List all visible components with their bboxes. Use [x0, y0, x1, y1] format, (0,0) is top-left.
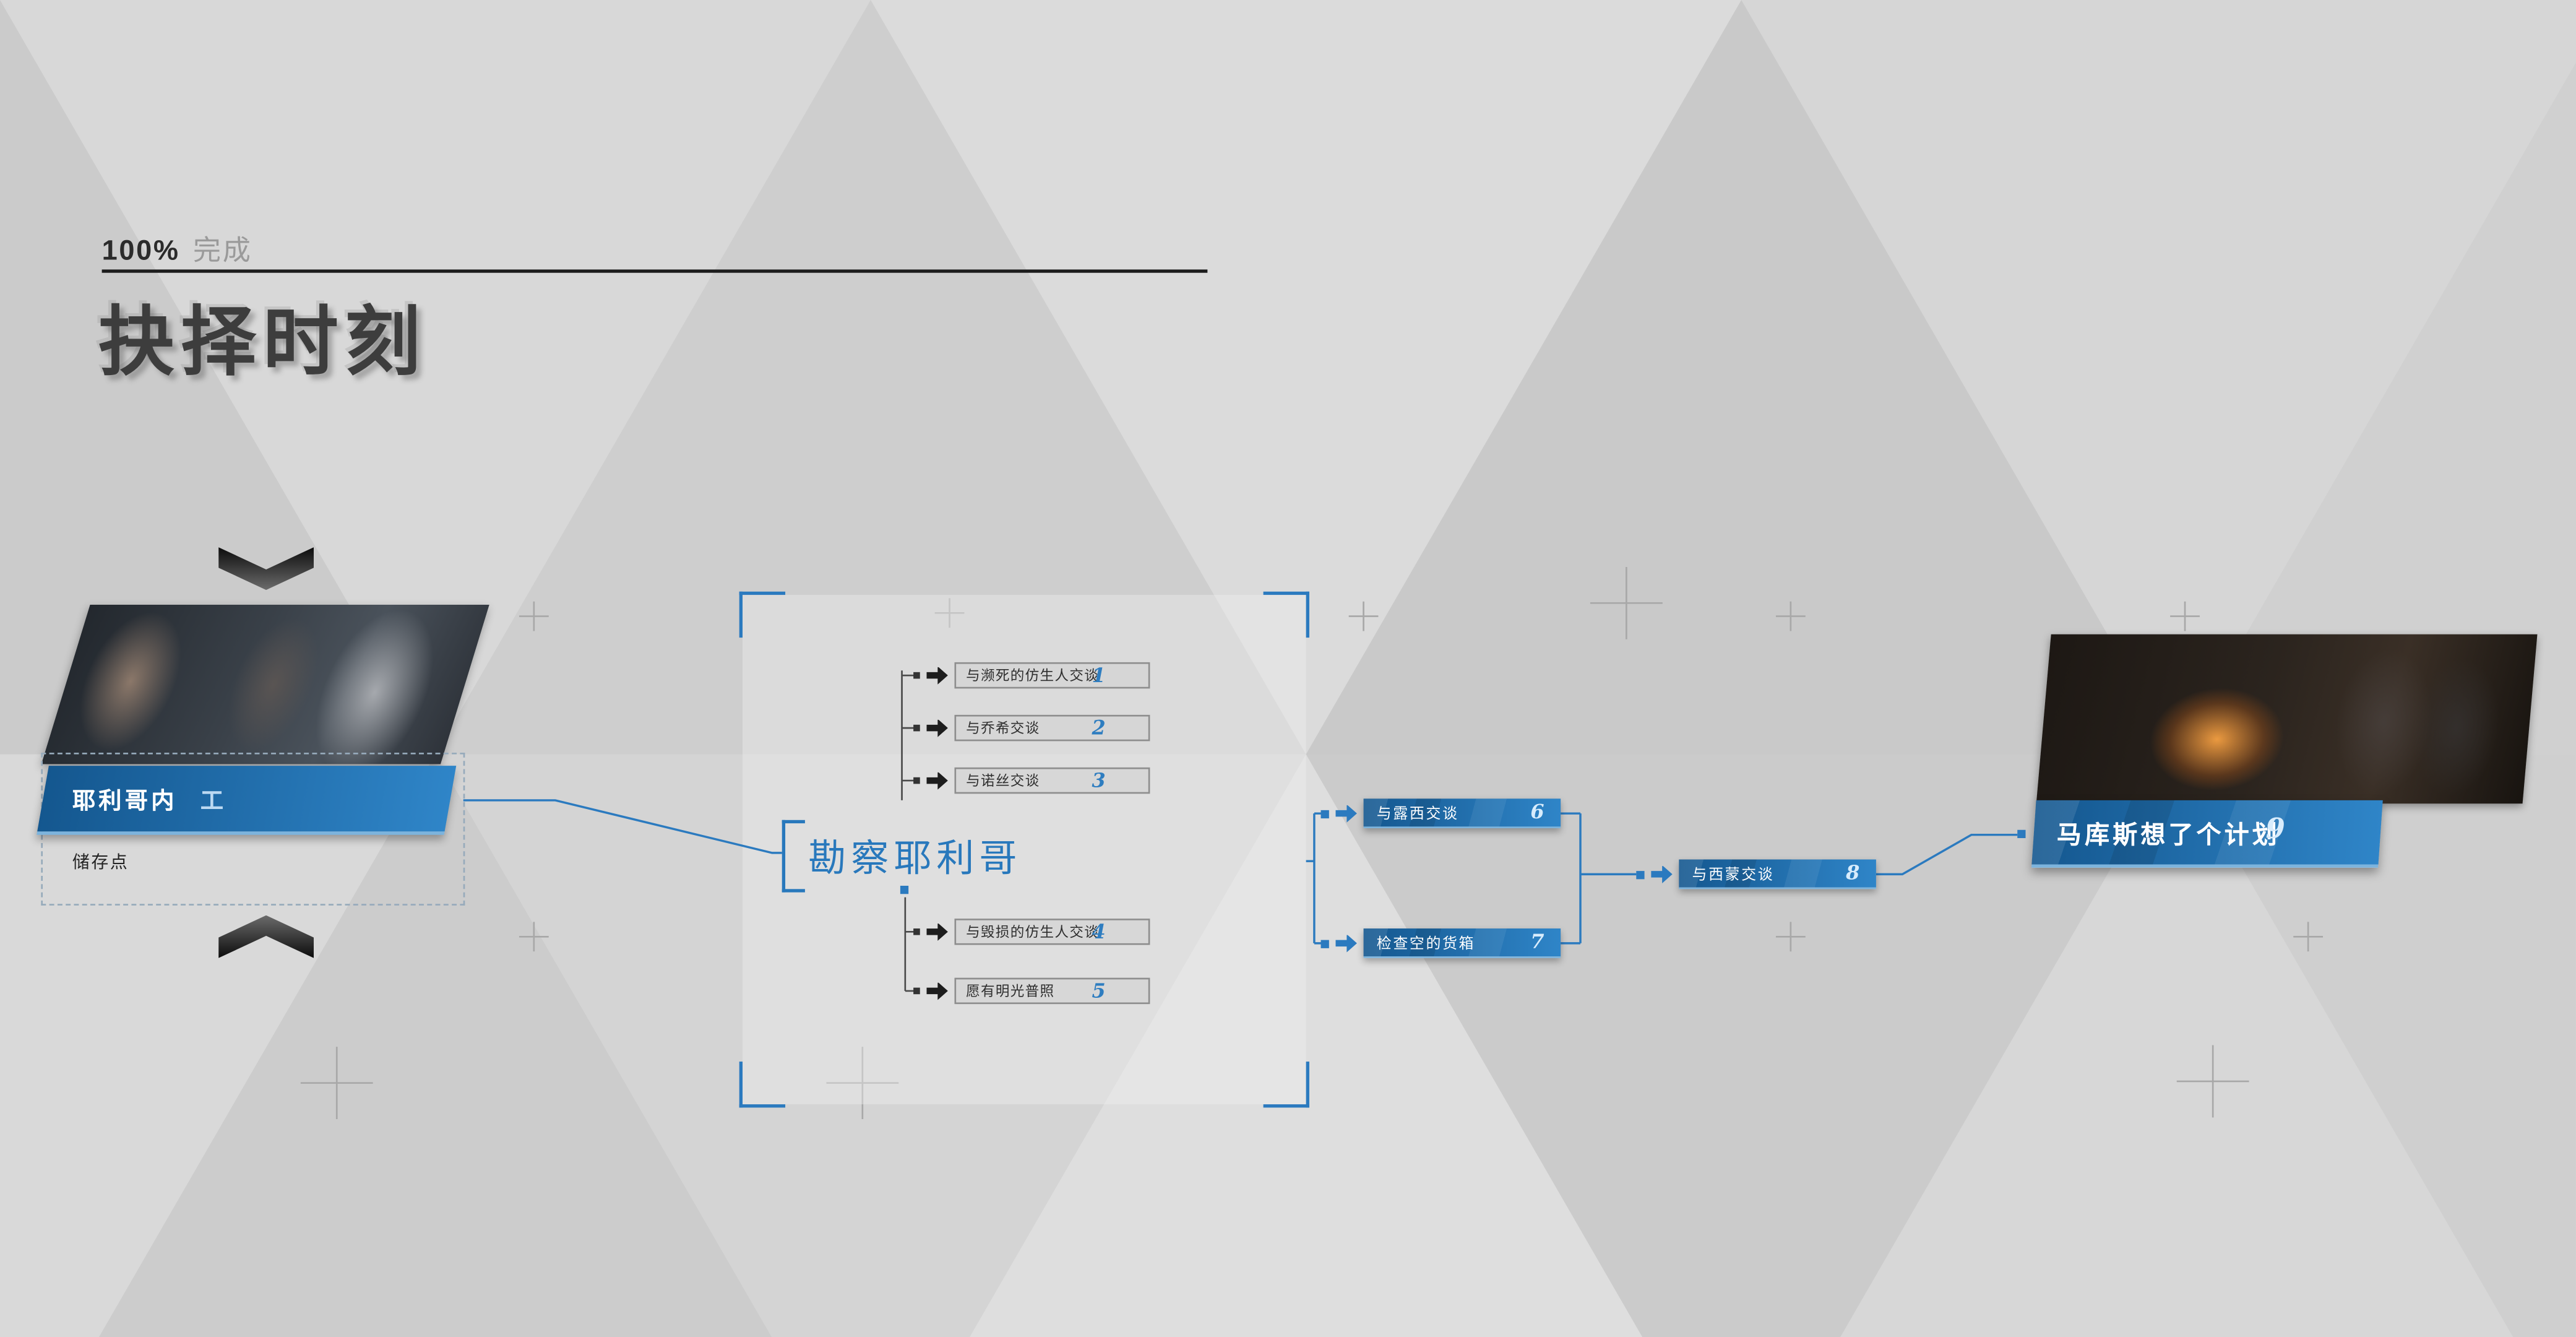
group-title-bracket-icon	[782, 820, 805, 893]
arrow-right-icon	[926, 922, 948, 941]
task-number: 4	[1092, 920, 1106, 943]
node-number: 8	[1846, 861, 1860, 885]
task-number: 2	[1092, 716, 1106, 740]
checkpoint-thumbnail	[41, 605, 489, 764]
progress-label: 完成	[192, 235, 252, 267]
save-point-icon: 工	[200, 787, 224, 814]
node-label: 马库斯想了个计划	[2056, 821, 2281, 850]
bullet-icon	[913, 928, 920, 935]
bullet-icon	[913, 672, 920, 679]
task-number: 5	[1092, 979, 1106, 1003]
bullet-icon	[1320, 809, 1329, 818]
node-number: 6	[1530, 800, 1544, 824]
scene-thumbnail	[2036, 634, 2538, 804]
flow-node-lucy[interactable]: 与露西交谈 6	[1320, 798, 1561, 829]
task-box: 与诺丝交谈 3	[954, 767, 1150, 794]
progress-indicator: 100% 完成	[102, 227, 252, 267]
task-item[interactable]: 与诺丝交谈 3	[913, 767, 1150, 794]
node-bar: 与西蒙交谈 8	[1679, 859, 1876, 889]
node-label: 检查空的货箱	[1376, 935, 1476, 952]
progress-percent: 100%	[101, 235, 180, 267]
task-box: 与濒死的仿生人交谈 1	[954, 662, 1150, 689]
bullet-icon	[913, 777, 920, 784]
bullet-icon	[1636, 870, 1645, 879]
bracket-corner-icon	[739, 591, 786, 638]
task-item[interactable]: 与毁损的仿生人交谈 4	[913, 919, 1150, 945]
header-divider	[101, 269, 1208, 273]
task-box: 与毁损的仿生人交谈 4	[954, 919, 1150, 945]
task-item[interactable]: 与濒死的仿生人交谈 1	[913, 662, 1150, 689]
task-box: 与乔希交谈 2	[954, 714, 1150, 742]
task-label: 与毁损的仿生人交谈	[966, 924, 1100, 940]
arrow-right-icon	[1335, 804, 1357, 823]
node-number: 9	[2265, 813, 2285, 847]
node-bar: 检查空的货箱 7	[1363, 928, 1561, 958]
task-item[interactable]: 愿有明光普照 5	[913, 977, 1150, 1005]
chapter-title: 抉择时刻	[98, 299, 428, 385]
node-label: 与露西交谈	[1376, 805, 1459, 822]
task-number: 1	[1092, 664, 1106, 687]
task-item[interactable]: 与乔希交谈 2	[913, 714, 1150, 742]
arrow-right-icon	[1335, 934, 1357, 953]
task-number: 3	[1092, 769, 1106, 792]
bullet-icon	[913, 724, 920, 732]
bullet-icon	[2017, 829, 2026, 838]
arrow-right-icon	[926, 771, 948, 790]
checkpoint-node[interactable]: 耶利哥内 工	[37, 766, 457, 835]
node-number: 7	[1530, 930, 1544, 953]
task-label: 愿有明光普照	[966, 982, 1055, 1000]
flow-node-crates[interactable]: 检查空的货箱 7	[1320, 928, 1561, 958]
node-label: 与西蒙交谈	[1692, 866, 1775, 883]
bullet-icon	[913, 987, 920, 995]
node-bar: 与露西交谈 6	[1363, 798, 1561, 829]
flow-node-plan[interactable]: 马库斯想了个计划 9	[2031, 800, 2383, 868]
bracket-corner-icon	[1263, 591, 1309, 638]
arrow-right-icon	[1651, 865, 1673, 884]
flow-node-simon[interactable]: 与西蒙交谈 8	[1636, 859, 1876, 889]
checkpoint-type-label: 储存点	[72, 852, 129, 873]
task-label: 与乔希交谈	[966, 719, 1040, 737]
task-label: 与濒死的仿生人交谈	[966, 667, 1100, 684]
bracket-corner-icon	[739, 1062, 786, 1108]
bracket-corner-icon	[1263, 1062, 1309, 1108]
arrow-right-icon	[926, 982, 948, 1000]
arrow-right-icon	[926, 719, 948, 737]
survey-group-title: 勘察耶利哥	[808, 836, 1022, 880]
arrow-right-icon	[926, 666, 948, 685]
checkpoint-title: 耶利哥内	[72, 787, 178, 814]
task-label: 与诺丝交谈	[966, 772, 1040, 789]
task-box: 愿有明光普照 5	[954, 977, 1150, 1005]
bullet-icon	[1320, 939, 1329, 948]
